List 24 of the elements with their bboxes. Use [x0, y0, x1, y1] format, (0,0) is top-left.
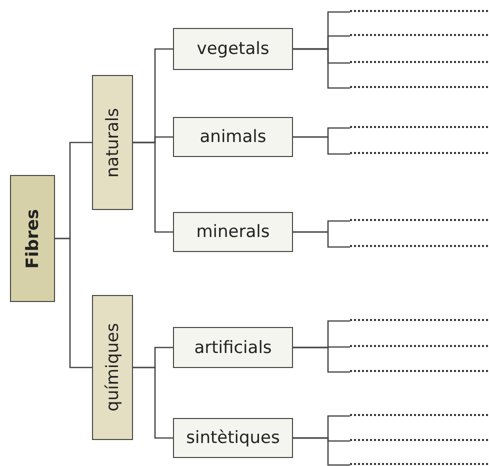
category-label: naturals [102, 108, 122, 178]
category-label: químiques [102, 323, 122, 412]
connector-line [133, 366, 173, 439]
connector-line [133, 142, 173, 233]
connector-line [293, 136, 350, 155]
category-label: sintètiques [186, 428, 280, 448]
category-label: artificials [194, 338, 272, 358]
connector-line [55, 238, 92, 368]
category-box [173, 28, 293, 70]
category-label: animals [200, 127, 266, 147]
connector-line [293, 346, 350, 373]
category-box [173, 117, 293, 157]
category-box [173, 327, 293, 368]
category-box [92, 75, 133, 210]
connector-line [293, 437, 350, 466]
category-box [173, 418, 293, 458]
category-box [92, 295, 133, 440]
connector-line [293, 48, 350, 89]
category-box [173, 212, 293, 252]
connector-line [293, 231, 350, 248]
category-box [10, 175, 55, 302]
category-label: minerals [196, 222, 270, 242]
category-label: Fibres [22, 208, 42, 268]
category-label: vegetals [196, 39, 270, 59]
